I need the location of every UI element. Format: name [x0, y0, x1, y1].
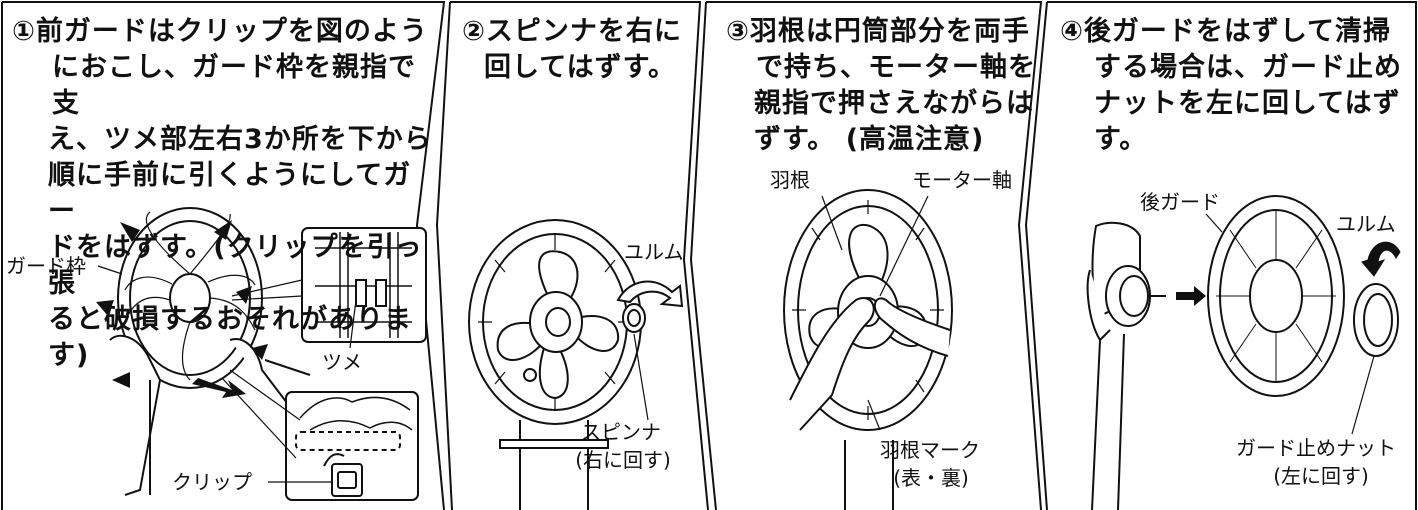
step-2-line-1: ②スピンナを右に — [462, 16, 682, 47]
rear-guard-illustration — [1207, 195, 1345, 397]
push-arrows — [96, 220, 268, 388]
panel-4-frame — [1024, 1, 1417, 510]
step-1-line-3: え、ツメ部左右3か所を下から — [48, 124, 432, 155]
step-3-line-3: 親指で押さえながらは — [754, 88, 1034, 119]
step-3-line-2: で持ち、モーター軸を — [756, 52, 1036, 83]
blade-4 — [538, 343, 569, 400]
label-spinner: スピンナ — [581, 420, 661, 444]
guard-nut-part — [1353, 283, 1399, 357]
step-4-instructions: ④後ガードをはずして清掃 する場合は、ガード止め ナットを左に回してはず す。 — [1060, 14, 1410, 158]
label-blade-mark: 羽根マーク — [880, 438, 980, 462]
fan-blade-removal-illustration — [783, 189, 953, 510]
spinner-part — [622, 303, 646, 333]
label-blade: 羽根 — [770, 168, 810, 192]
rotate-right-arrow — [616, 280, 684, 308]
step-1-line-2: におこし、ガード枠を親指で支 — [52, 52, 416, 119]
step-1-line-1: ①前ガードはクリップを図のよう — [12, 16, 428, 47]
label-clip: クリップ — [172, 470, 252, 494]
label-rear-guard: 後ガード — [1140, 190, 1220, 214]
step-1-instructions: ①前ガードはクリップを図のよう におこし、ガード枠を親指で支 え、ツメ部左右3か… — [12, 14, 432, 374]
step-4-line-4: す。 — [1094, 124, 1148, 155]
step-2-instructions: ②スピンナを右に 回してはずす。 — [462, 14, 692, 86]
blade-1 — [538, 250, 579, 307]
step-1-line-5: ドをはずす。(クリップを引っ張 — [48, 232, 423, 299]
clip-callout — [285, 391, 419, 501]
tab-callout — [301, 227, 427, 343]
step-3-line-4: ずす。 (高温注意) — [754, 124, 985, 155]
assembly-arrow — [1176, 286, 1206, 306]
hands-holding-blade — [789, 297, 951, 431]
step-4-line-3: ナットを左に回してはず — [1094, 88, 1401, 119]
step-4-line-2: する場合は、ガード止め — [1094, 52, 1402, 83]
label-guard-nut-note: (左に回す) — [1273, 464, 1369, 488]
step-2-line-2: 回してはずす。 — [484, 52, 676, 83]
label-loosen-4: ユルム — [1336, 212, 1396, 236]
step-3-line-1: ③羽根は円筒部分を両手 — [726, 16, 1030, 47]
panel-1-frame — [2, 1, 446, 510]
step-3-instructions: ③羽根は円筒部分を両手 で持ち、モーター軸を 親指で押さえながらは ずす。 (高… — [726, 14, 1036, 158]
step-1-line-4: 順に手前に引くようにしてガー — [48, 160, 412, 227]
label-tab: ツメ — [322, 350, 362, 374]
step-1-line-6: ると破損するおそれがあります) — [48, 304, 412, 371]
panel-2-frame — [435, 0, 709, 510]
label-motor-shaft: モーター軸 — [912, 168, 1012, 192]
step-4-line-1: ④後ガードをはずして清掃 — [1060, 16, 1392, 47]
label-blade-mark-note: (表・裏) — [893, 466, 969, 490]
fan-front-illustration — [468, 219, 642, 510]
motor-unit-illustration — [1086, 221, 1166, 510]
panel-3-frame — [689, 0, 1043, 510]
label-guard-frame: ガード枠 — [6, 254, 86, 278]
rotate-left-arrow — [1361, 241, 1401, 277]
pull-arrow — [192, 378, 246, 398]
label-spinner-note: (右に回す) — [575, 448, 671, 472]
label-guard-nut: ガード止めナット — [1236, 436, 1396, 460]
label-loosen-2: ユルム — [624, 240, 684, 264]
